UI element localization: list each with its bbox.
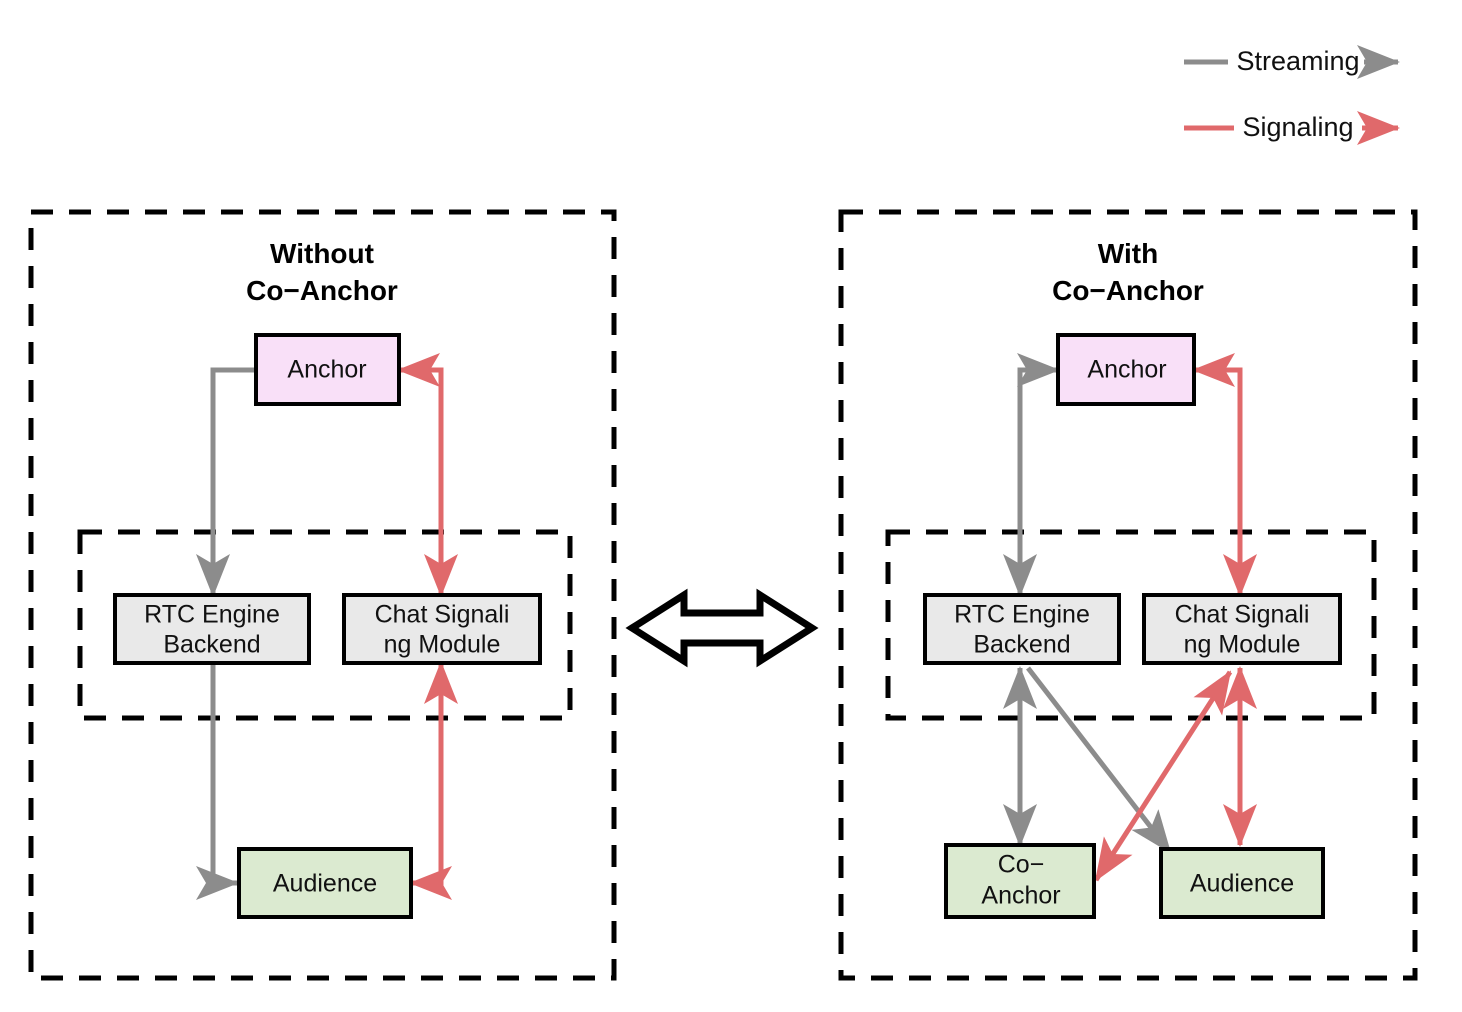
node-anchor-with-box[interactable]	[1056, 333, 1196, 406]
node-rtc-with-label-line2: Backend	[973, 631, 1070, 659]
node-chat-signaling-module-without[interactable]: Chat Signali ng Module	[342, 593, 542, 665]
node-anchor-without-box[interactable]	[254, 333, 401, 406]
bidirectional-comparison-arrow	[625, 588, 819, 668]
edge-rtc-to-audience-streaming-with	[1026, 666, 1172, 854]
edge-anchor-to-rtc-streaming	[196, 367, 256, 598]
panel-title-with-line2: Co−Anchor	[1052, 275, 1204, 306]
legend-item-signaling: Signaling	[1184, 111, 1401, 145]
node-chat-signaling-module-without-box[interactable]	[342, 593, 542, 665]
node-anchor-without-label: Anchor	[287, 356, 366, 384]
node-audience-with-label: Audience	[1190, 870, 1294, 898]
double-arrow-icon	[625, 588, 819, 668]
node-co-anchor-label-line1: Co−	[998, 851, 1045, 879]
node-audience-without-box[interactable]	[237, 847, 413, 919]
node-rtc-engine-backend-with[interactable]: RTC Engine Backend	[923, 593, 1121, 665]
node-anchor-without[interactable]: Anchor	[254, 333, 401, 406]
node-chat-with-label-line2: ng Module	[1184, 631, 1301, 659]
edge-chat-to-anchor-signaling	[396, 353, 444, 595]
node-audience-without[interactable]: Audience	[237, 847, 413, 919]
node-co-anchor-label-line2: Anchor	[981, 882, 1060, 910]
node-rtc-engine-backend-without[interactable]: RTC Engine Backend	[113, 593, 311, 665]
node-rtc-with-label-line1: RTC Engine	[954, 601, 1090, 629]
panel-without-co-anchor: Without Co−Anchor Anchor RTC Engine Back…	[28, 209, 617, 981]
node-chat-signaling-module-with-box[interactable]	[1142, 593, 1342, 665]
node-rtc-engine-backend-without-box[interactable]	[113, 593, 311, 665]
legend-item-streaming: Streaming	[1184, 45, 1401, 79]
edge-rtc-to-audience-streaming	[196, 663, 240, 900]
node-audience-with[interactable]: Audience	[1159, 847, 1325, 919]
node-audience-without-label: Audience	[273, 870, 377, 898]
edge-anchor-chat-signaling-with	[1191, 353, 1257, 598]
edge-co-anchor-chat-signaling	[1093, 670, 1233, 882]
node-rtc-label-line2: Backend	[163, 631, 260, 659]
node-anchor-with[interactable]: Anchor	[1056, 333, 1196, 406]
node-co-anchor-with-box[interactable]	[944, 843, 1096, 919]
edge-anchor-rtc-streaming-with	[1003, 353, 1061, 598]
node-rtc-label-line1: RTC Engine	[144, 601, 280, 629]
node-chat-with-label-line1: Chat Signali	[1175, 601, 1310, 629]
legend: Streaming Signaling	[1184, 45, 1401, 145]
panel-title-without-line1: Without	[270, 238, 374, 269]
legend-label-streaming: Streaming	[1236, 46, 1359, 76]
node-anchor-with-label: Anchor	[1087, 356, 1166, 384]
node-chat-label-line2: ng Module	[384, 631, 501, 659]
panel-border-with	[838, 209, 1418, 981]
node-co-anchor-with[interactable]: Co− Anchor	[944, 843, 1096, 919]
node-rtc-engine-backend-with-box[interactable]	[923, 593, 1121, 665]
legend-label-signaling: Signaling	[1242, 112, 1353, 142]
panel-title-without-line2: Co−Anchor	[246, 275, 398, 306]
panel-with-co-anchor: With Co−Anchor Anchor RTC Engine Backend	[838, 209, 1418, 981]
node-chat-signaling-module-with[interactable]: Chat Signali ng Module	[1142, 593, 1342, 665]
node-chat-label-line1: Chat Signali	[375, 601, 510, 629]
panel-border-without	[28, 209, 617, 981]
server-group-border-without	[77, 529, 573, 721]
edge-chat-to-audience-signaling	[408, 700, 452, 900]
node-audience-with-box[interactable]	[1159, 847, 1325, 919]
panel-title-with-line1: With	[1098, 238, 1158, 269]
